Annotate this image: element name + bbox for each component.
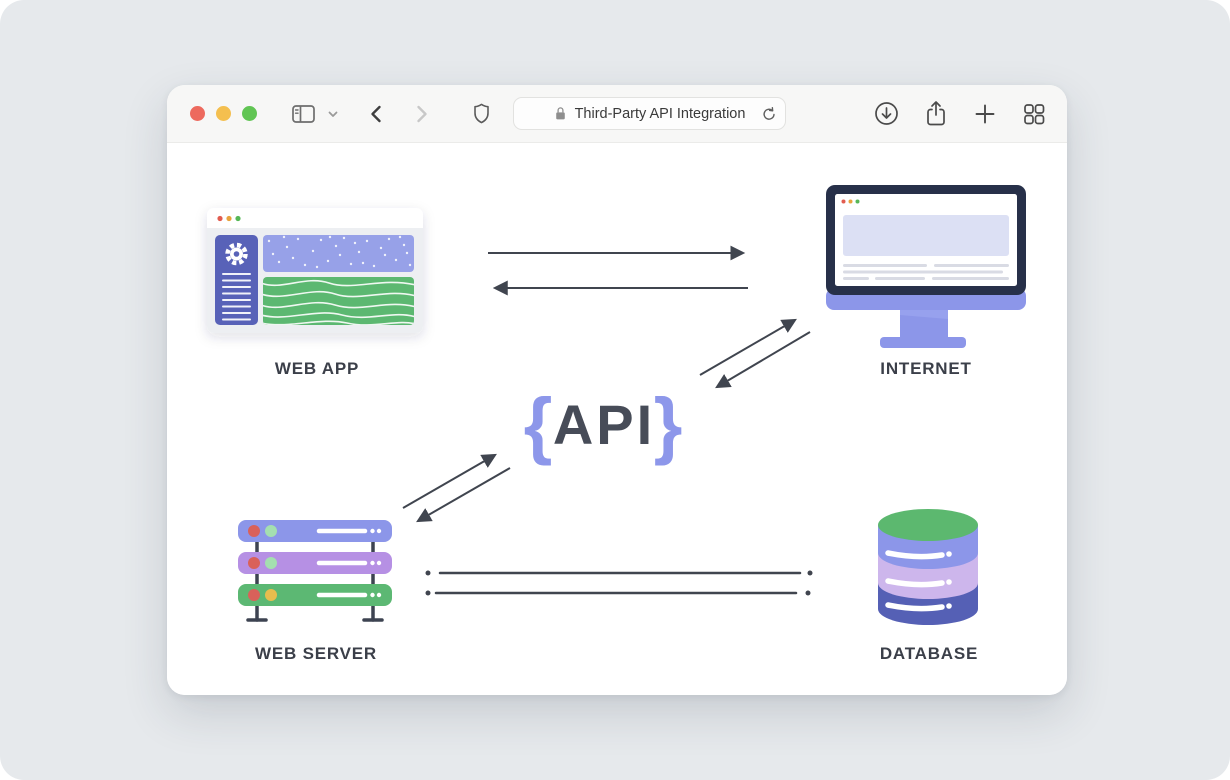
zoom-button[interactable] [242, 106, 257, 121]
share-button[interactable] [924, 100, 948, 127]
star-dots [267, 235, 412, 269]
web-server-illustration [238, 520, 392, 622]
download-icon [874, 101, 899, 126]
tab-group-chevron-button[interactable] [326, 107, 340, 121]
api-integration-diagram: WEB APP [207, 185, 1026, 663]
arrow-api-to-server [416, 467, 511, 523]
browser-toolbar: Third-Party API Integration [167, 85, 1067, 143]
plus-icon [973, 102, 997, 126]
server-row-lines [316, 528, 368, 598]
page-content: WEB APP [167, 143, 1067, 695]
server-row-dots [248, 525, 277, 601]
forward-button[interactable] [414, 103, 430, 125]
database-band-dots [946, 551, 952, 609]
browser-window: Third-Party API Integration [167, 85, 1067, 695]
server-database-links [434, 571, 802, 595]
lock-icon [554, 106, 567, 121]
api-open-brace: { [524, 383, 553, 466]
arrow-api-to-internet [699, 318, 797, 376]
api-symbol: { API } [524, 383, 683, 466]
toolbar-right-actions [874, 100, 1046, 127]
internet-illustration [826, 185, 1026, 348]
tab-overview-button[interactable] [1022, 102, 1046, 126]
connectors [402, 245, 811, 523]
refresh-icon [760, 105, 777, 123]
internet-label: INTERNET [880, 359, 971, 378]
sidebar-text-lines [222, 273, 251, 321]
arrow-internet-to-api [715, 331, 811, 389]
web-app-traffic-dots [217, 215, 241, 222]
close-button[interactable] [190, 106, 205, 121]
web-app-illustration [207, 208, 423, 333]
back-button[interactable] [368, 103, 384, 125]
wave-lines [263, 279, 414, 325]
api-text: API [553, 393, 655, 456]
reload-button[interactable] [760, 105, 777, 123]
new-tab-button[interactable] [973, 102, 997, 126]
chevron-down-icon [326, 107, 340, 121]
minimize-button[interactable] [216, 106, 231, 121]
chevron-right-icon [414, 103, 430, 125]
server-legs [246, 529, 384, 622]
monitor-text-lines [843, 264, 1009, 280]
share-icon [924, 100, 948, 127]
arrow-server-to-api [402, 453, 497, 509]
grid-icon [1022, 102, 1046, 126]
web-server-label: WEB SERVER [255, 644, 377, 663]
address-text: Third-Party API Integration [574, 105, 746, 122]
address-bar[interactable]: Third-Party API Integration [513, 97, 786, 130]
traffic-lights [190, 106, 257, 121]
database-label: DATABASE [880, 644, 978, 663]
database-band-lines [885, 550, 945, 612]
web-app-label: WEB APP [275, 359, 359, 378]
api-close-brace: } [654, 383, 683, 466]
server-row-line-dots [370, 528, 382, 598]
monitor-traffic-dots [841, 199, 860, 204]
database-illustration [878, 509, 978, 625]
sidebar-toggle-button[interactable] [291, 103, 316, 125]
downloads-button[interactable] [874, 101, 899, 126]
chevron-left-icon [368, 103, 384, 125]
shield-icon[interactable] [472, 102, 491, 125]
sidebar-icon [291, 103, 316, 125]
link-end-dots [425, 570, 813, 596]
gear-icon [225, 242, 248, 266]
